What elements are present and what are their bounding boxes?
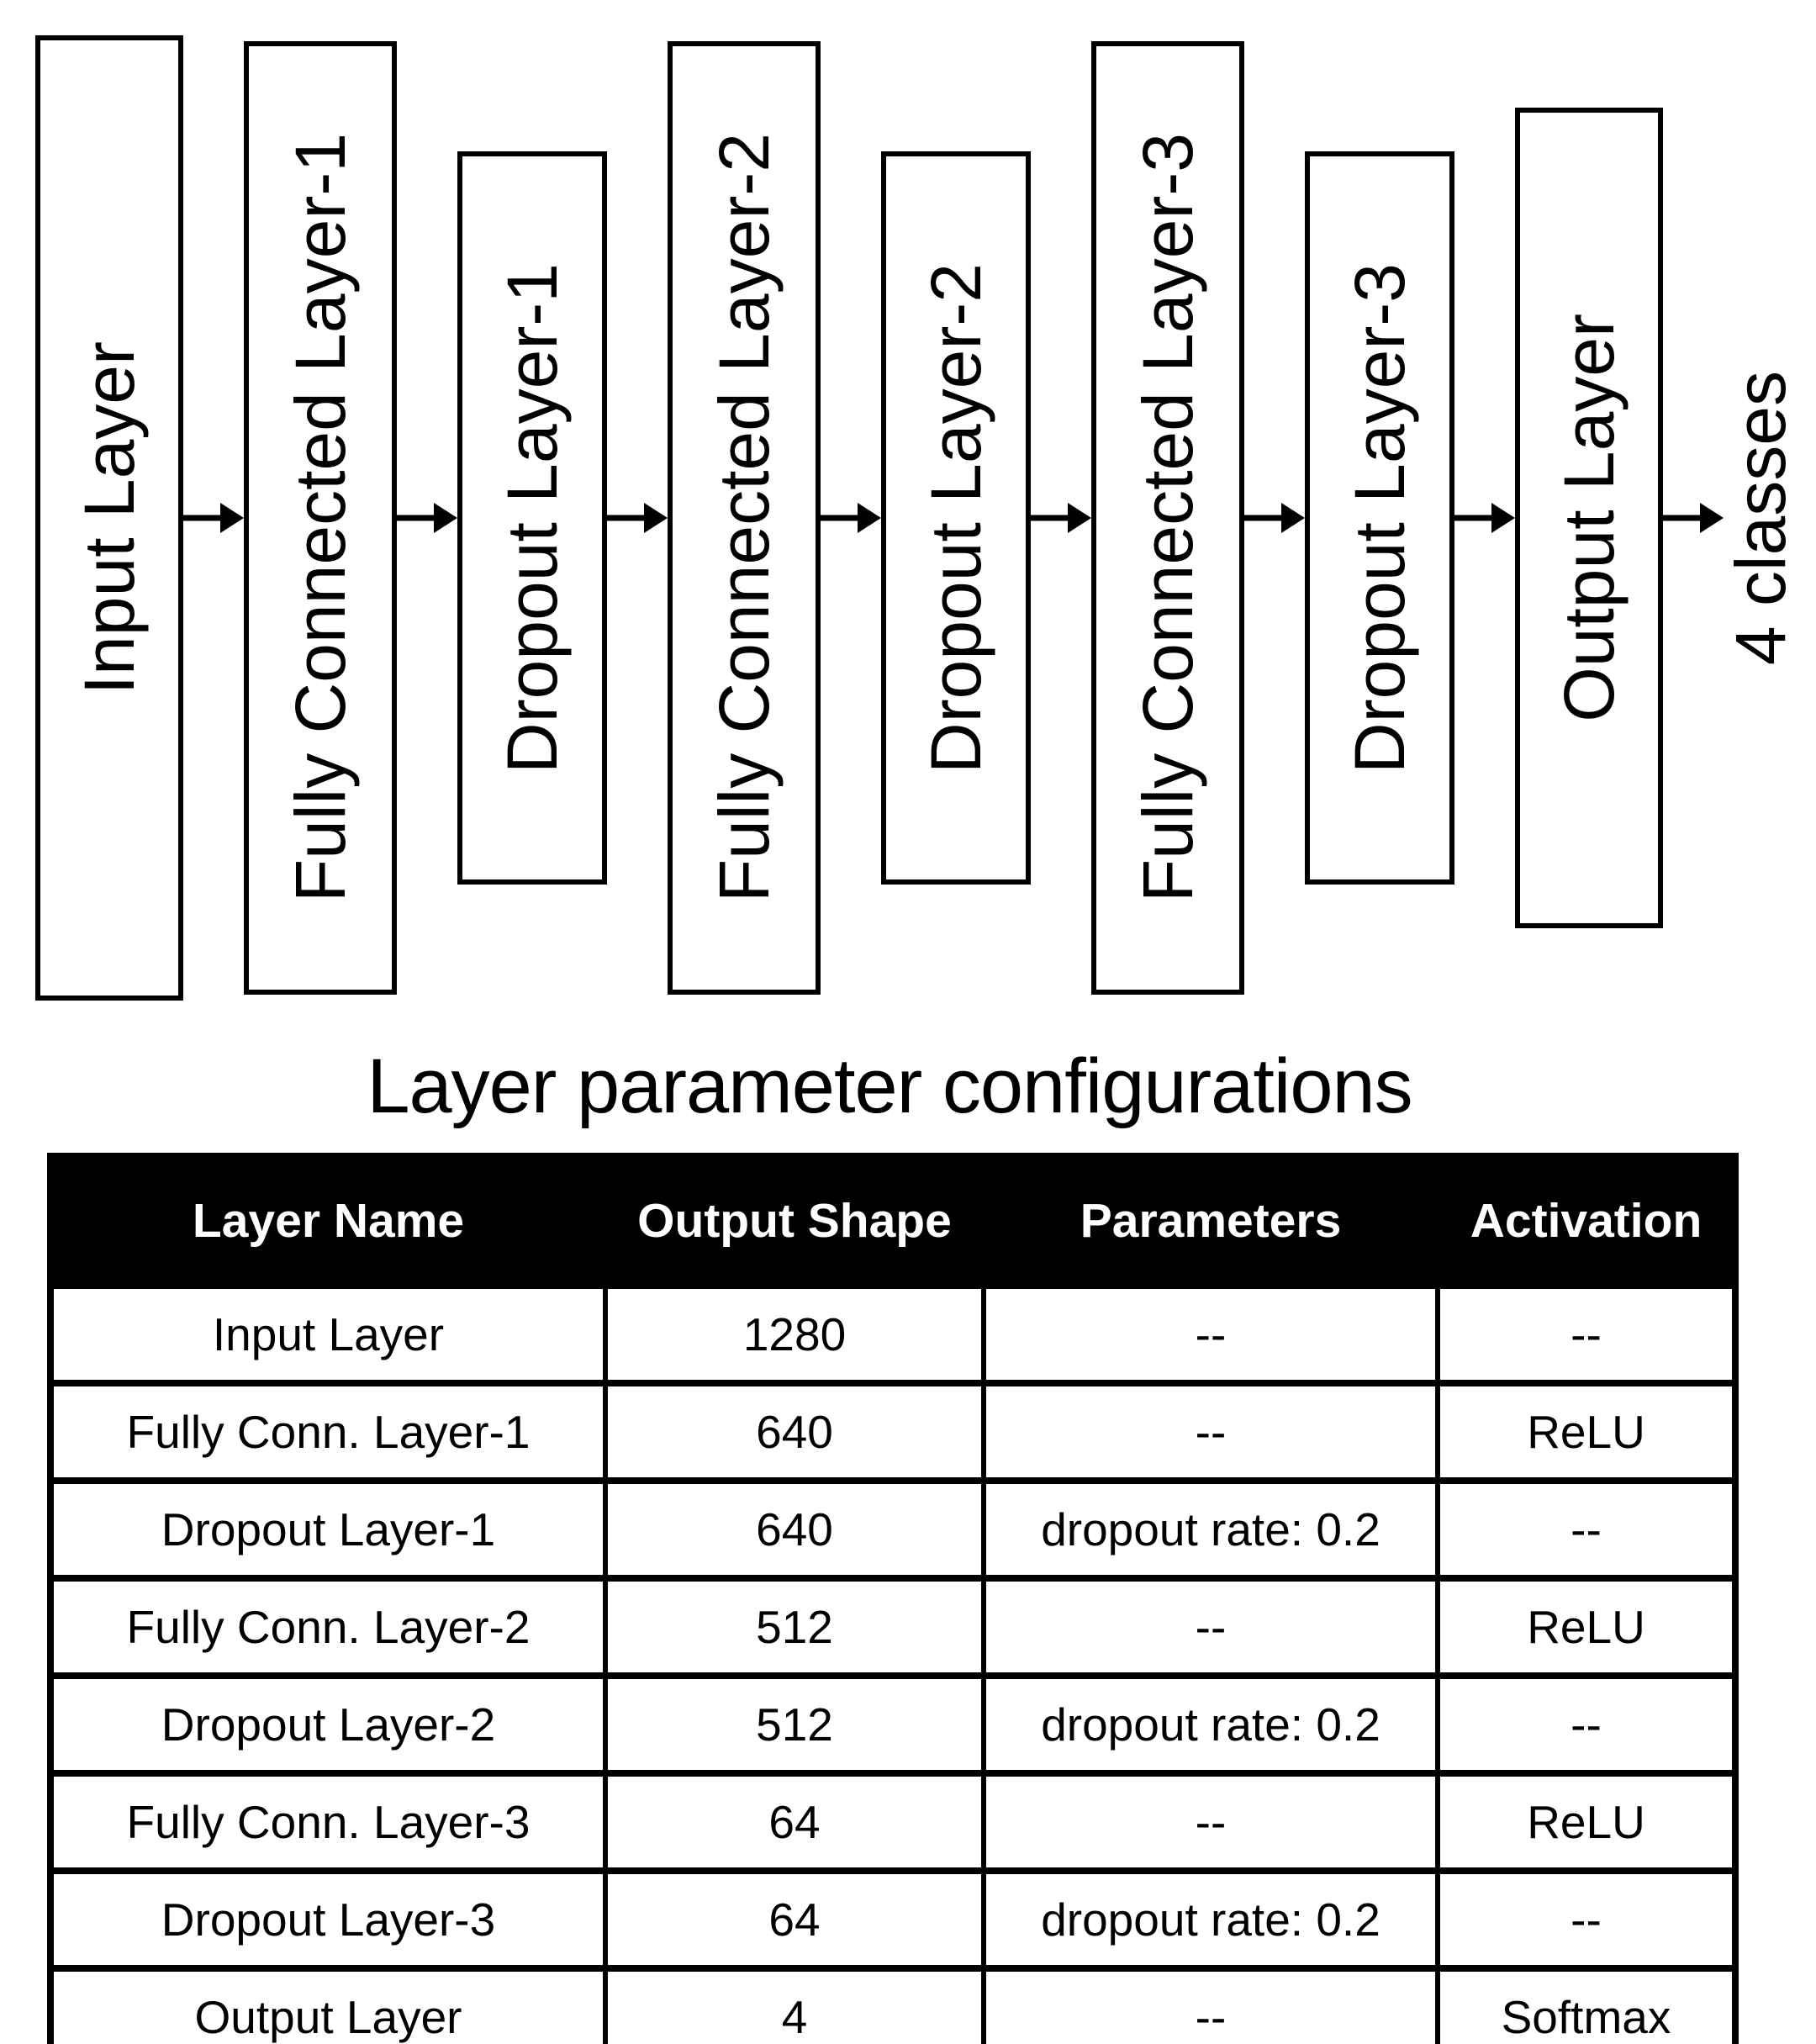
diagram-node-dropout-layer-1: Dropout Layer-1 bbox=[457, 151, 607, 885]
right-arrow-icon bbox=[183, 499, 244, 536]
cell-layer-name: Dropout Layer-1 bbox=[48, 1477, 608, 1582]
cell-layer-name: Input Layer bbox=[48, 1282, 608, 1386]
cell-parameters: -- bbox=[981, 1575, 1440, 1679]
table-row: Dropout Layer-3 64 dropout rate: 0.2 -- bbox=[48, 1867, 1738, 1972]
right-arrow-icon bbox=[397, 499, 457, 536]
col-header-output-shape: Output Shape bbox=[603, 1154, 986, 1288]
diagram-node-fully-connected-layer-1: Fully Connected Layer-1 bbox=[244, 41, 397, 995]
cell-parameters: -- bbox=[981, 1282, 1440, 1386]
node-label: Fully Connected Layer-3 bbox=[1128, 133, 1207, 903]
diagram-node-output-layer: Output Layer bbox=[1515, 108, 1663, 928]
cell-activation: ReLU bbox=[1435, 1770, 1738, 1874]
table-row: Dropout Layer-1 640 dropout rate: 0.2 -- bbox=[48, 1477, 1738, 1582]
cell-parameters: -- bbox=[981, 1380, 1440, 1484]
node-label: Dropout Layer-2 bbox=[916, 262, 995, 774]
node-label: Input Layer bbox=[70, 341, 149, 695]
cell-layer-name: Fully Conn. Layer-3 bbox=[48, 1770, 608, 1874]
layer-parameter-table: Layer Name Output Shape Parameters Activ… bbox=[47, 1153, 1739, 2044]
table-row: Fully Conn. Layer-3 64 -- ReLU bbox=[48, 1770, 1738, 1874]
cell-output-shape: 64 bbox=[603, 1867, 986, 1972]
table-row: Fully Conn. Layer-1 640 -- ReLU bbox=[48, 1380, 1738, 1484]
cell-parameters: -- bbox=[981, 1965, 1440, 2044]
table-row: Fully Conn. Layer-2 512 -- ReLU bbox=[48, 1575, 1738, 1679]
cell-output-shape: 1280 bbox=[603, 1282, 986, 1386]
node-label: Fully Connected Layer-2 bbox=[705, 133, 784, 903]
output-classes-wrap: 4 classes bbox=[1721, 0, 1800, 1036]
cell-layer-name: Output Layer bbox=[48, 1965, 608, 2044]
cell-output-shape: 4 bbox=[603, 1965, 986, 2044]
cell-parameters: dropout rate: 0.2 bbox=[981, 1672, 1440, 1777]
cell-parameters: dropout rate: 0.2 bbox=[981, 1477, 1440, 1582]
cell-activation: ReLU bbox=[1435, 1575, 1738, 1679]
cell-output-shape: 640 bbox=[603, 1380, 986, 1484]
node-label: Dropout Layer-1 bbox=[493, 262, 572, 774]
cell-activation: -- bbox=[1435, 1282, 1738, 1386]
cell-parameters: dropout rate: 0.2 bbox=[981, 1867, 1440, 1972]
table-row: Output Layer 4 -- Softmax bbox=[48, 1965, 1738, 2044]
diagram-node-dropout-layer-2: Dropout Layer-2 bbox=[881, 151, 1031, 885]
right-arrow-icon bbox=[821, 499, 881, 536]
cell-activation: -- bbox=[1435, 1477, 1738, 1582]
cell-output-shape: 512 bbox=[603, 1575, 986, 1679]
table-header-row: Layer Name Output Shape Parameters Activ… bbox=[48, 1154, 1738, 1288]
cell-activation: Softmax bbox=[1435, 1965, 1738, 2044]
cell-activation: -- bbox=[1435, 1867, 1738, 1972]
right-arrow-icon bbox=[1454, 499, 1515, 536]
node-label: Dropout Layer-3 bbox=[1340, 262, 1419, 774]
cell-output-shape: 640 bbox=[603, 1477, 986, 1582]
cell-output-shape: 64 bbox=[603, 1770, 986, 1874]
cell-layer-name: Dropout Layer-3 bbox=[48, 1867, 608, 1972]
cell-layer-name: Fully Conn. Layer-1 bbox=[48, 1380, 608, 1484]
right-arrow-icon bbox=[607, 499, 668, 536]
cell-layer-name: Dropout Layer-2 bbox=[48, 1672, 608, 1777]
cell-output-shape: 512 bbox=[603, 1672, 986, 1777]
cell-activation: -- bbox=[1435, 1672, 1738, 1777]
table-row: Input Layer 1280 -- -- bbox=[48, 1282, 1738, 1386]
network-architecture-diagram: Input Layer Fully Connected Layer-1 Drop… bbox=[35, 0, 1800, 1036]
cell-activation: ReLU bbox=[1435, 1380, 1738, 1484]
diagram-node-fully-connected-layer-2: Fully Connected Layer-2 bbox=[668, 41, 821, 995]
right-arrow-icon bbox=[1663, 499, 1724, 536]
diagram-node-fully-connected-layer-3: Fully Connected Layer-3 bbox=[1091, 41, 1244, 995]
output-classes-label: 4 classes bbox=[1721, 370, 1800, 666]
node-label: Output Layer bbox=[1549, 314, 1629, 722]
right-arrow-icon bbox=[1031, 499, 1091, 536]
cell-parameters: -- bbox=[981, 1770, 1440, 1874]
col-header-activation: Activation bbox=[1435, 1154, 1738, 1288]
diagram-node-input-layer: Input Layer bbox=[35, 35, 183, 1001]
diagram-node-dropout-layer-3: Dropout Layer-3 bbox=[1305, 151, 1454, 885]
table-row: Dropout Layer-2 512 dropout rate: 0.2 -- bbox=[48, 1672, 1738, 1777]
table-title: Layer parameter configurations bbox=[367, 1043, 1412, 1129]
col-header-layer-name: Layer Name bbox=[48, 1154, 608, 1288]
cell-layer-name: Fully Conn. Layer-2 bbox=[48, 1575, 608, 1679]
col-header-parameters: Parameters bbox=[981, 1154, 1440, 1288]
node-label: Fully Connected Layer-1 bbox=[281, 133, 360, 903]
right-arrow-icon bbox=[1244, 499, 1305, 536]
